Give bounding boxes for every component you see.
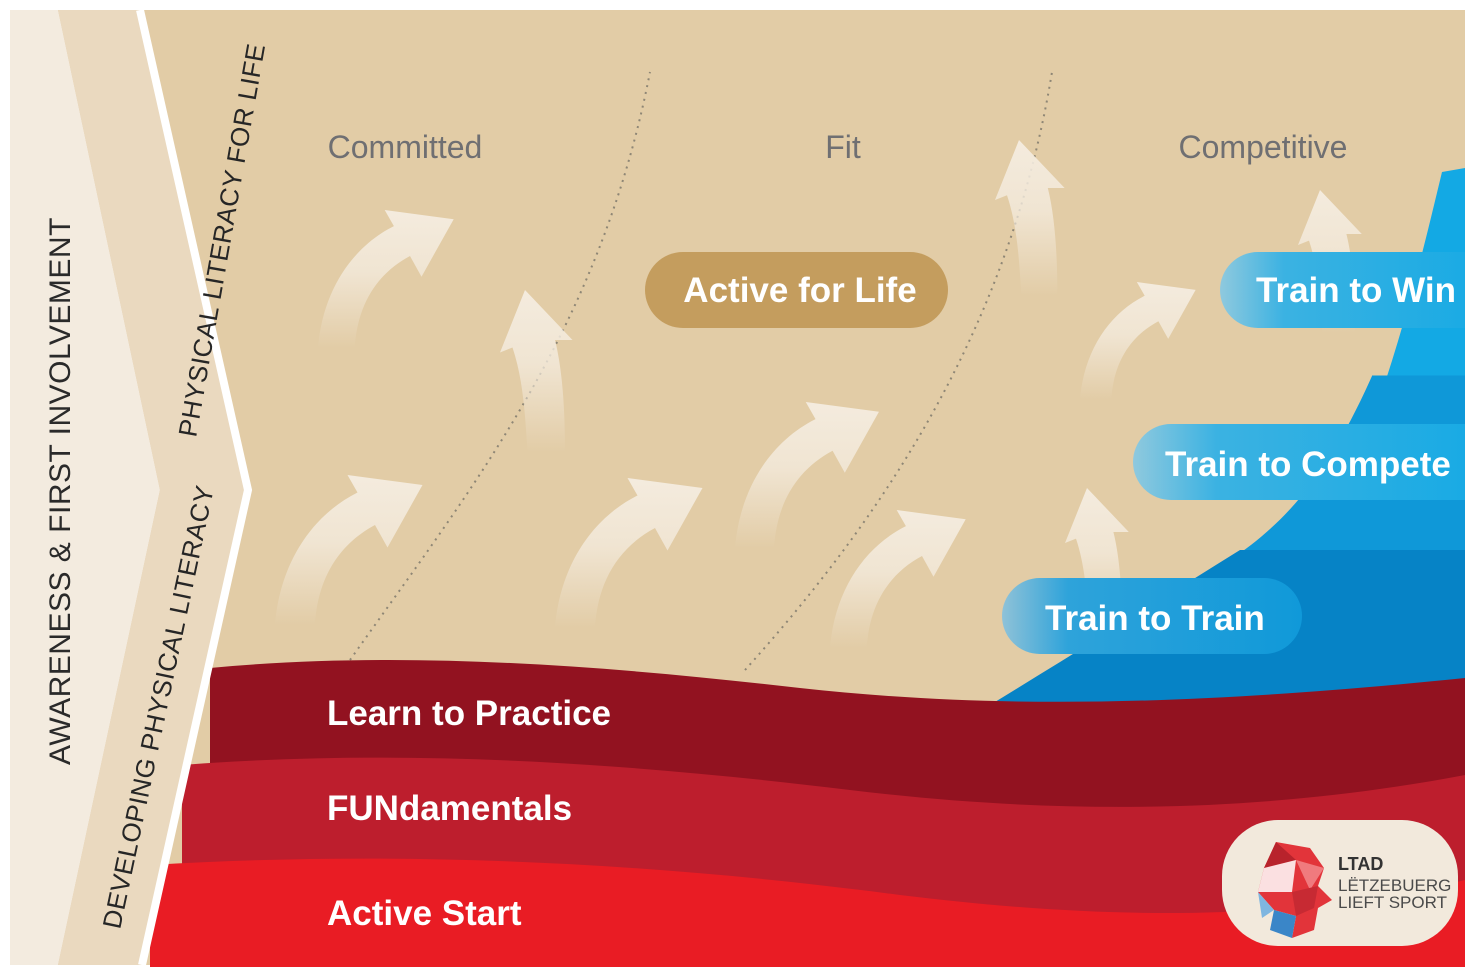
logo-lieft-sport-text: LIEFT SPORT [1338, 893, 1447, 912]
fundamentals-label: FUNdamentals [327, 789, 572, 828]
train-to-win-label: Train to Win [1256, 271, 1456, 310]
mode-committed: Committed [328, 129, 483, 165]
mode-competitive: Competitive [1179, 129, 1348, 165]
active-for-life-pill [645, 252, 948, 328]
outer-chevron-band [10, 10, 160, 965]
lion-logo-icon [1258, 842, 1332, 938]
mode-fit: Fit [825, 129, 861, 165]
train-to-train-label: Train to Train [1045, 599, 1265, 638]
active-for-life-label: Active for Life [683, 271, 916, 310]
logo-ltad-text: LTAD [1338, 854, 1383, 874]
train-to-compete-label: Train to Compete [1165, 445, 1451, 484]
band-active-start [150, 858, 1465, 967]
train-to-win-pill [1220, 252, 1465, 328]
inner-chevron-band [58, 10, 248, 965]
train-to-compete-pill [1133, 424, 1465, 500]
train-to-train-pill [1002, 578, 1302, 654]
active-start-label: Active Start [327, 894, 522, 933]
logo-letzebuerg-text: LËTZEBUERG [1338, 876, 1451, 895]
awareness-label: AWARENESS & FIRST INVOLVEMENT [44, 217, 77, 765]
ltad-logo: LTAD LËTZEBUERG LIEFT SPORT [1222, 820, 1458, 946]
learn-to-practice-label: Learn to Practice [327, 694, 611, 733]
